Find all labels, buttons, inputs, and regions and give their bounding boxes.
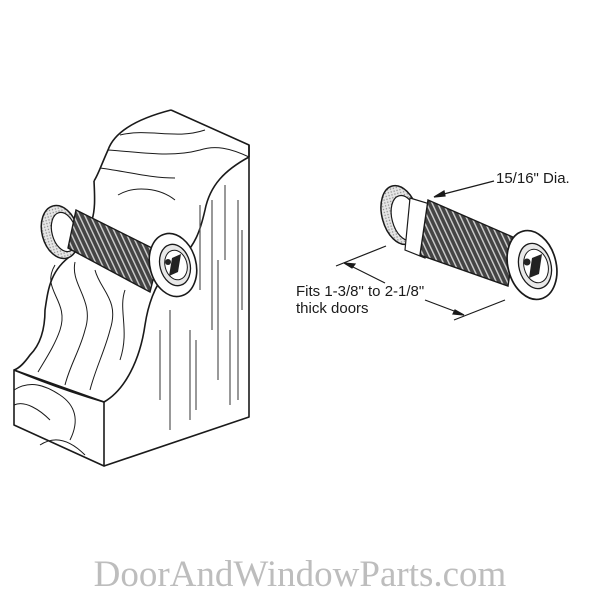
door-viewer-figure — [380, 184, 558, 301]
wood-grain-streaks — [159, 185, 243, 430]
door-thickness-line-1: Fits 1-3/8" to 2-1/8" — [296, 283, 425, 300]
watermark: DoorAndWindowParts.com — [93, 554, 507, 595]
door-thickness-line-2: thick doors — [296, 300, 369, 317]
dimension-lines — [335, 180, 506, 321]
wood-block-figure — [13, 109, 250, 467]
installed-door-viewer — [40, 204, 198, 298]
diameter-annotation: 15/16" Dia. — [496, 170, 570, 187]
door-thickness-annotation: Fits 1-3/8" to 2-1/8" thick doors — [296, 283, 424, 317]
